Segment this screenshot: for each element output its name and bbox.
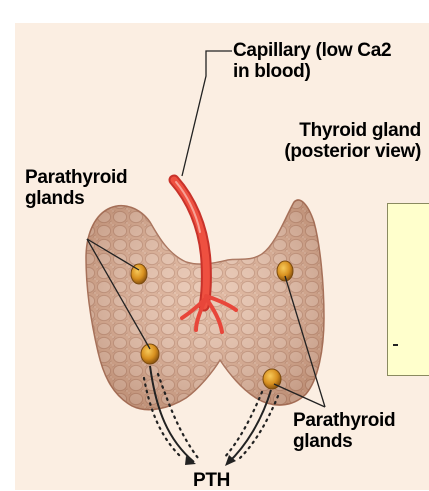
pth-secretion-arrows — [142, 365, 280, 466]
parathyroid-gland-lower-right — [262, 368, 282, 390]
thyroid-gland-label: Thyroid gland (posterior view) — [284, 120, 421, 162]
diagram-background — [15, 23, 429, 490]
parathyroid-label-bottom: Parathyroid glands — [293, 410, 396, 452]
leader-lines — [86, 50, 326, 408]
parathyroid-label-top: Parathyroid glands — [25, 167, 128, 209]
parathyroid-gland-upper-left — [130, 263, 148, 285]
leader-line-lower-right — [273, 383, 326, 408]
leader-line-upper-left — [86, 238, 140, 271]
parathyroid-gland-upper-right — [276, 260, 294, 282]
callout-box — [387, 203, 429, 376]
capillary-vessel — [168, 174, 238, 334]
leader-line-lower-left — [86, 238, 151, 350]
capillary-label: Capillary (low Ca2 in blood) — [233, 40, 392, 82]
pth-label: PTH — [193, 470, 231, 491]
callout-dash — [393, 344, 398, 346]
leader-line-upper-right — [284, 275, 326, 408]
parathyroid-gland-lower-left — [140, 343, 160, 365]
capillary-leader-line — [181, 50, 232, 177]
